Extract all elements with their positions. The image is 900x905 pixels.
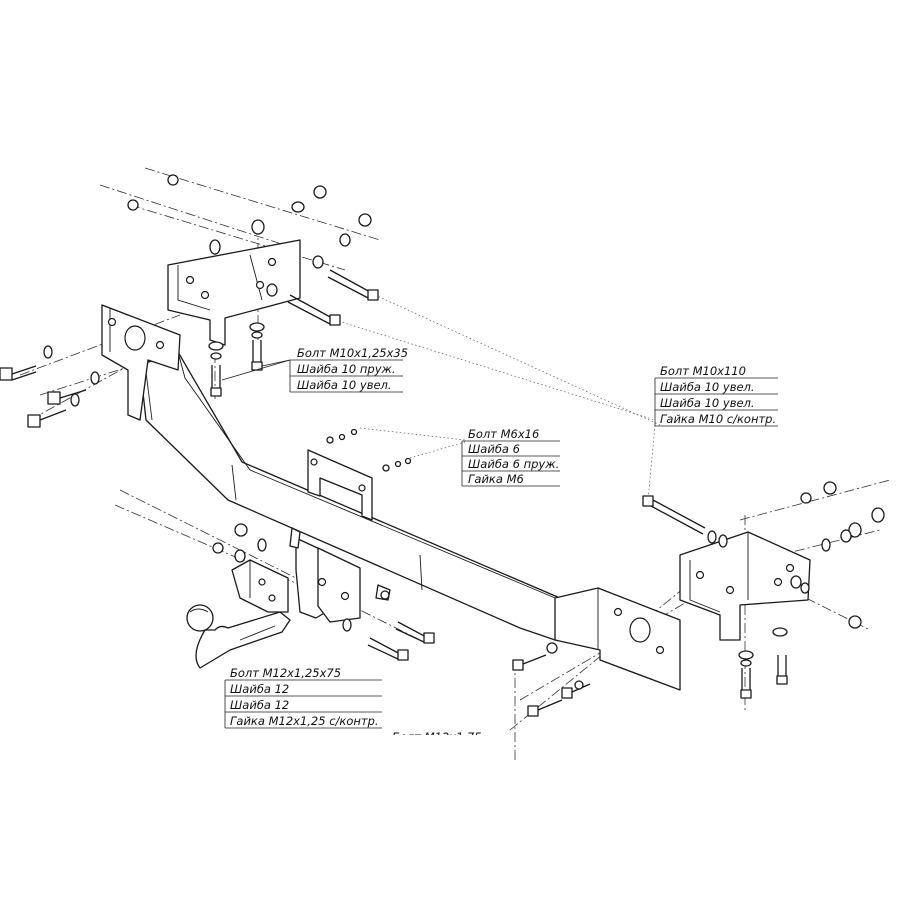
callout-side-line-2: Шайба 10 увел.	[660, 380, 755, 394]
callout-side-line-1: Болт М10х110	[660, 364, 746, 378]
bolt-vertical-1	[210, 365, 222, 397]
callout-ball-line-4: Гайка М12х1,25 с/контр.	[230, 714, 379, 728]
nuts-and-washers	[43, 174, 885, 690]
bolt-ball-1	[367, 637, 409, 661]
callout-front-line-2: Шайба 10 пруж.	[297, 362, 396, 376]
callout-front-bracket: Болт М10х1,25х35 Шайба 10 пруж. Шайба 10…	[221, 346, 408, 393]
bolt-ball-2	[395, 621, 435, 644]
left-end-plate	[101, 304, 181, 421]
socket-mount-bracket	[307, 449, 373, 521]
callout-front-line-3: Шайба 10 увел.	[297, 378, 392, 392]
callout-socket-line-1: Болт М6х16	[468, 427, 539, 441]
callout-socket-line-3: Шайба 6 пруж.	[468, 457, 559, 471]
socket-plate	[231, 559, 289, 613]
callout-side-line-4: Гайка М10 с/контр.	[660, 412, 776, 426]
bolt-long-right	[642, 495, 706, 535]
right-frame-bracket	[679, 531, 811, 641]
bolt-left-1	[0, 365, 37, 381]
bolts	[0, 269, 788, 717]
bolt-vertical-right-1	[740, 668, 752, 699]
tow-ball-assembly	[186, 604, 291, 669]
cropped-label: Болт М12х1,75	[392, 730, 482, 744]
top-left-frame-bracket	[167, 239, 301, 346]
callout-ball-mount: Болт М12х1,25х75 Шайба 12 Шайба 12 Гайка…	[224, 666, 382, 729]
bolt-vertical-2	[251, 340, 263, 371]
callout-ball-line-3: Шайба 12	[230, 698, 289, 712]
bolt-right-2	[527, 699, 563, 717]
assembly-axis-lines	[19, 167, 891, 760]
dotted-leaders	[334, 294, 661, 501]
callout-side-bracket: Болт М10х110 Шайба 10 увел. Шайба 10 уве…	[654, 364, 778, 427]
callout-socket-plate: Болт М6х16 Шайба 6 Шайба 6 пруж. Гайка М…	[461, 427, 560, 487]
bolt-left-3	[27, 409, 67, 428]
bolt-top-long-1	[287, 294, 341, 326]
callout-front-line-1: Болт М10х1,25х35	[297, 346, 408, 360]
callout-ball-line-1: Болт М12х1,25х75	[230, 666, 341, 680]
callout-ball-line-2: Шайба 12	[230, 682, 289, 696]
bolt-top-long-2	[327, 269, 379, 301]
callout-side-line-3: Шайба 10 увел.	[660, 396, 755, 410]
bolt-right-1	[512, 654, 547, 671]
cropped-text: Болт М12х1,75	[392, 730, 482, 744]
callout-socket-line-4: Гайка М6	[468, 472, 524, 486]
bolt-vertical-right-2	[776, 655, 788, 685]
right-end-plate	[554, 587, 681, 691]
callout-socket-line-2: Шайба 6	[468, 442, 520, 456]
bolt-left-2	[47, 389, 87, 405]
